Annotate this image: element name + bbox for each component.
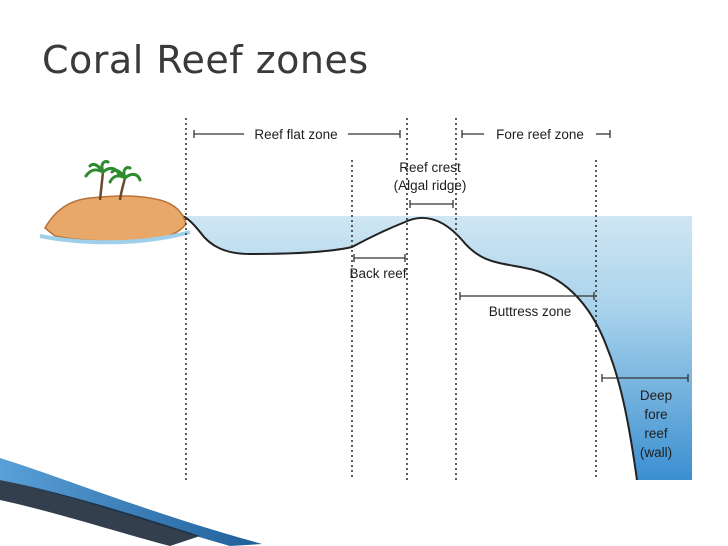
label-wall: (wall) [640,445,672,460]
zone-boundaries [185,118,597,480]
island-shoreline [39,230,191,245]
reef-crest-bracket [409,200,454,208]
palm-tree-icon [84,160,121,201]
water-body [182,216,692,480]
reef-flat-bracket [193,130,401,138]
label-fore-reef-zone: Fore reef zone [496,127,584,142]
label-fore: fore [644,407,667,422]
slide-title: Coral Reef zones [42,38,369,82]
label-reef-flat-zone: Reef flat zone [254,127,337,142]
label-reef: reef [644,426,668,441]
fore-reef-bracket [461,130,611,138]
island [44,195,187,243]
label-back-reef: Back reef [349,266,406,281]
label-reef-crest: Reef crest [399,160,461,175]
back-reef-bracket [353,254,406,262]
label-algal-ridge: (Algal ridge) [394,178,467,193]
palm-tree-icon [108,166,142,201]
label-buttress-zone: Buttress zone [489,304,572,319]
seafloor-profile [181,215,638,481]
deep-fore-reef-bracket [601,374,689,382]
buttress-zone-bracket [459,292,595,300]
slide-swoosh-decoration [0,458,262,546]
label-deep: Deep [640,388,672,403]
